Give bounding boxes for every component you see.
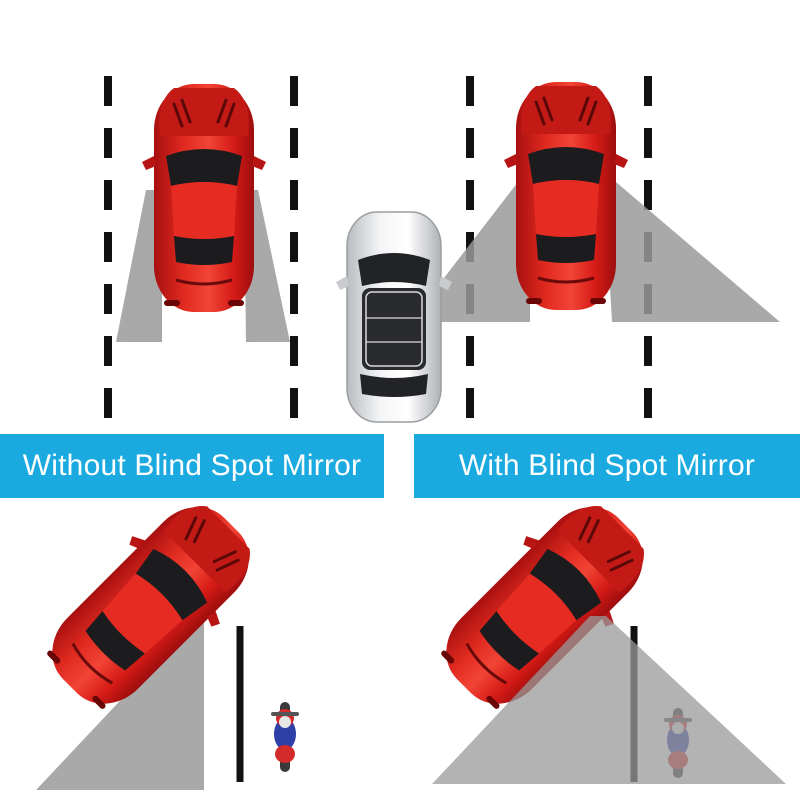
label-banner-with-mirror: With Blind Spot Mirror <box>414 434 800 498</box>
label-banner-without-mirror: Without Blind Spot Mirror <box>0 434 384 498</box>
white-suv-icon <box>335 211 453 423</box>
motorcycle-icon <box>271 702 299 772</box>
red-car-icon <box>502 80 630 312</box>
lane-markings-top-left <box>104 76 298 428</box>
red-car-icon <box>140 82 268 314</box>
view-zone-without-mirror-top <box>116 190 290 342</box>
label-with-mirror: With Blind Spot Mirror <box>458 449 756 482</box>
view-zone-with-mirror-bottom <box>432 616 786 784</box>
label-without-mirror: Without Blind Spot Mirror <box>22 449 362 482</box>
